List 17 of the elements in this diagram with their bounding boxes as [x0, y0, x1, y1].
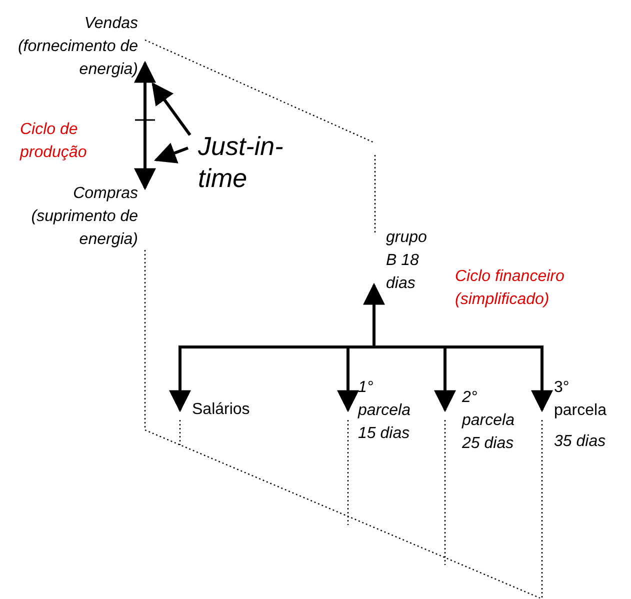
arrow [154, 142, 189, 164]
arrow [152, 82, 192, 136]
sales-label: Vendas (fornecimento de energia) [10, 12, 138, 81]
just-in-time-label: Just-in-time [198, 130, 298, 194]
payment-label: 2° parcela 25 dias [462, 386, 526, 455]
payment-label: Salários [192, 398, 292, 421]
arrow [337, 346, 374, 412]
arrow [374, 346, 553, 412]
purchases-label: Compras (suprimento de energia) [10, 182, 138, 251]
receipt-label: grupo B 18 dias [386, 226, 428, 295]
payment-label: 35 dias [554, 432, 607, 452]
cycle-label: Ciclo de produção [20, 120, 88, 163]
cycle-label: Ciclo financeiro (simplificado) [455, 267, 566, 310]
payment-label: 1° parcela 15 dias [358, 376, 422, 445]
payment-label: 3° parcela [554, 378, 608, 421]
arrow [134, 60, 156, 190]
arrow [363, 282, 385, 348]
